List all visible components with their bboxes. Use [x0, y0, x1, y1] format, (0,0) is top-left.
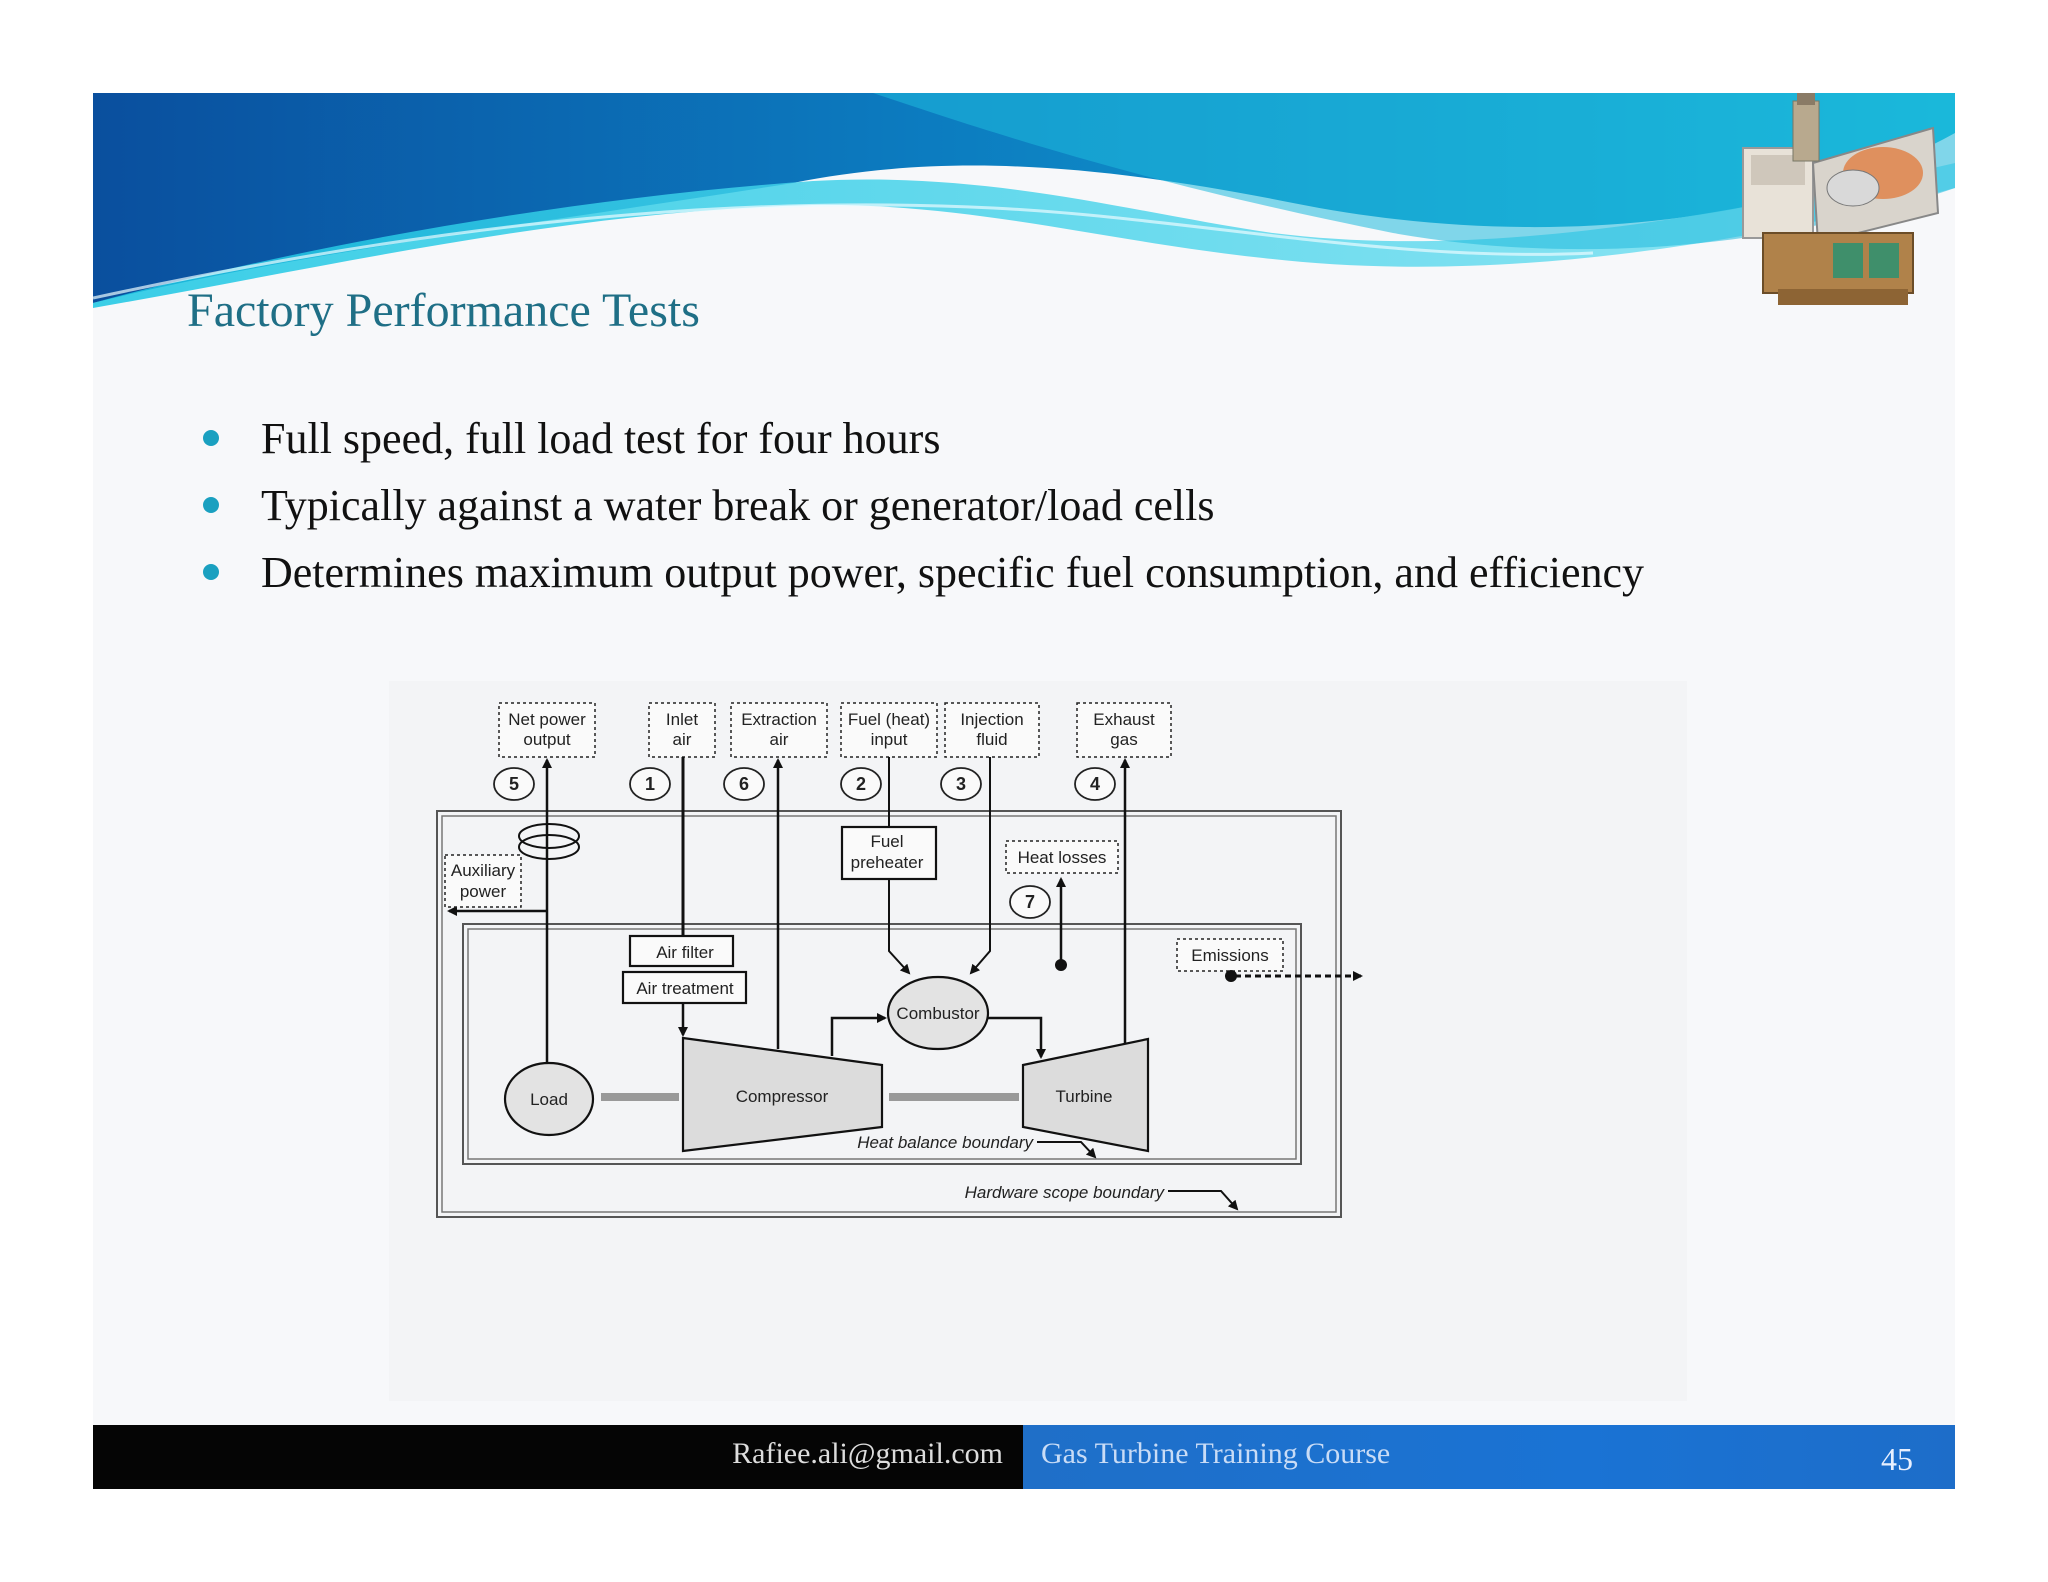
svg-text:2: 2 [856, 774, 866, 794]
diagram-panel: Net power output Inlet air Extraction ai… [389, 681, 1687, 1401]
exhaust-gas-line2: gas [1110, 730, 1137, 749]
number-badge-2: 2 [840, 767, 882, 801]
fuel-heat-input-line2: input [871, 730, 908, 749]
air-treatment-box: Air treatment [621, 970, 748, 1005]
svg-text:Combustor: Combustor [896, 1004, 979, 1023]
svg-text:Air treatment: Air treatment [636, 979, 734, 998]
slide: Factory Performance Tests Full speed, fu… [93, 93, 1955, 1489]
bullet-item: Determines maximum output power, specifi… [203, 539, 1644, 606]
bullet-item: Typically against a water break or gener… [203, 472, 1644, 539]
svg-text:Air filter: Air filter [656, 943, 714, 962]
turbine: Turbine [1021, 1037, 1150, 1153]
bullet-dot-icon [203, 564, 219, 580]
svg-text:7: 7 [1025, 892, 1035, 912]
shaft-load-compressor [601, 1093, 679, 1101]
shaft-coil-bottom [518, 834, 580, 860]
bullet-text: Full speed, full load test for four hour… [261, 414, 941, 463]
injection-fluid-line2: fluid [976, 730, 1007, 749]
net-power-output-box: Net power output [498, 702, 596, 758]
emissions-box: Emissions [1176, 938, 1284, 972]
combustor: Combustor [886, 975, 990, 1051]
shaft-compressor-turbine [889, 1093, 1019, 1101]
bullet-list: Full speed, full load test for four hour… [203, 405, 1644, 606]
net-power-output-line2: output [523, 730, 571, 749]
injection-to-combustor-arrow [969, 757, 991, 975]
svg-text:3: 3 [956, 774, 966, 794]
bullet-text: Determines maximum output power, specifi… [261, 548, 1645, 597]
svg-text:Heat losses: Heat losses [1018, 848, 1107, 867]
extraction-air-box: Extraction air [730, 702, 828, 758]
svg-text:power: power [460, 882, 507, 901]
number-badge-3: 3 [940, 767, 982, 801]
heat-balance-boundary-label: Heat balance boundary [857, 1133, 1034, 1152]
number-badge-1: 1 [629, 767, 671, 801]
bullet-text: Typically against a water break or gener… [261, 481, 1215, 530]
svg-text:Turbine: Turbine [1055, 1087, 1112, 1106]
svg-text:preheater: preheater [851, 853, 924, 872]
auxiliary-power-box: Auxiliary power [444, 854, 522, 908]
extraction-air-line2: air [770, 730, 789, 749]
heat-balance-boundary-pointer [1037, 1141, 1097, 1159]
svg-text:Fuel: Fuel [870, 832, 903, 851]
number-badge-4: 4 [1074, 767, 1116, 801]
page-number: 45 [1881, 1441, 1913, 1477]
injection-fluid-line1: Injection [960, 710, 1023, 729]
heat-losses-box: Heat losses [1005, 840, 1119, 874]
svg-text:Compressor: Compressor [736, 1087, 829, 1106]
footer-left-band: Rafiee.ali@gmail.com [93, 1425, 1023, 1489]
fuel-heat-input-box: Fuel (heat) input [840, 702, 938, 758]
svg-text:6: 6 [739, 774, 749, 794]
fuel-preheater-box: Fuel preheater [840, 825, 938, 881]
svg-text:Load: Load [530, 1090, 568, 1109]
hardware-scope-boundary-pointer [1168, 1190, 1239, 1211]
exhaust-gas-box: Exhaust gas [1076, 702, 1172, 758]
bullet-dot-icon [203, 497, 219, 513]
svg-text:Emissions: Emissions [1191, 946, 1268, 965]
footer-course-title: Gas Turbine Training Course [1041, 1437, 1391, 1470]
load: Load [503, 1061, 595, 1137]
heat-balance-boundary-inner [467, 928, 1297, 1160]
bullet-item: Full speed, full load test for four hour… [203, 405, 1644, 472]
number-badge-6: 6 [723, 767, 765, 801]
emissions-source-dot [1225, 970, 1237, 982]
net-power-output-line1: Net power [508, 710, 586, 729]
footer-email: Rafiee.ali@gmail.com [732, 1437, 1003, 1470]
inlet-air-line1: Inlet [666, 710, 698, 729]
header-wave-banner [93, 93, 1955, 308]
compressor-to-combustor-arrow [830, 1013, 887, 1056]
heat-balance-diagram: Net power output Inlet air Extraction ai… [436, 702, 1363, 1218]
footer-right-band: Gas Turbine Training Course 45 [1023, 1425, 1955, 1489]
bullet-dot-icon [203, 430, 219, 446]
fuel-heat-input-line1: Fuel (heat) [848, 710, 930, 729]
air-filter-box: Air filter [628, 934, 735, 968]
shaft-coil-top [518, 823, 580, 849]
svg-text:5: 5 [509, 774, 519, 794]
slide-title: Factory Performance Tests [187, 284, 700, 337]
inlet-air-box: Inlet air [648, 702, 716, 758]
combustor-to-turbine-arrow [988, 1016, 1046, 1059]
heat-balance-boundary-outer [462, 923, 1302, 1165]
exhaust-gas-line1: Exhaust [1093, 710, 1155, 729]
fuel-to-combustor-arrow [888, 879, 911, 975]
compressor: Compressor [681, 1036, 884, 1153]
hardware-scope-boundary-label: Hardware scope boundary [965, 1183, 1166, 1202]
extraction-air-line1: Extraction [741, 710, 817, 729]
number-badge-5: 5 [493, 767, 535, 801]
svg-text:4: 4 [1090, 774, 1100, 794]
svg-text:1: 1 [645, 774, 655, 794]
number-badge-7: 7 [1009, 885, 1051, 919]
inlet-air-line2: air [673, 730, 692, 749]
injection-fluid-box: Injection fluid [944, 702, 1040, 758]
footer-bar: Rafiee.ali@gmail.com Gas Turbine Trainin… [93, 1425, 1955, 1489]
gas-turbine-illustration [1742, 93, 1940, 305]
svg-text:Auxiliary: Auxiliary [451, 861, 516, 880]
